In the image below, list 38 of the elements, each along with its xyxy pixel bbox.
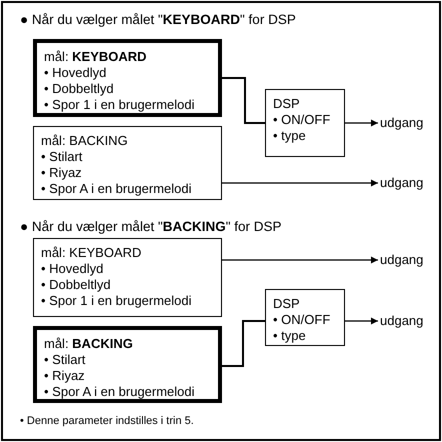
- box-text: DSP: [273, 296, 301, 312]
- connector-arrow: [345, 120, 378, 126]
- box-text: DSP: [273, 96, 301, 112]
- box-text: mål: BACKING: [44, 336, 134, 352]
- box-text: • Dobbeltlyd: [41, 277, 112, 293]
- target-box: [33, 238, 222, 317]
- box-text: • type: [273, 328, 307, 344]
- box-text: mål: KEYBOARD: [41, 245, 142, 261]
- box-text: • Spor 1 i en brugermelodi: [41, 293, 193, 309]
- box-text: • Spor A i en brugermelodi: [44, 384, 196, 400]
- output-label: udgang: [380, 313, 430, 329]
- target-box: [33, 126, 222, 200]
- box-text: • Hovedlyd: [41, 261, 104, 277]
- output-label: udgang: [380, 175, 430, 191]
- dsp-box: [265, 289, 345, 346]
- output-label: udgang: [380, 252, 430, 268]
- output-label: udgang: [380, 115, 430, 131]
- box-text: • Spor 1 i en brugermelodi: [44, 97, 196, 113]
- box-text: mål: BACKING: [41, 133, 129, 149]
- footnote: • Denne parameter indstilles i trin 5.: [20, 414, 194, 429]
- box-text: • ON/OFF: [273, 112, 332, 128]
- box-text: • Stilart: [44, 352, 86, 368]
- box-text: • Stilart: [41, 149, 84, 165]
- box-text: • ON/OFF: [273, 312, 332, 328]
- box-text: • type: [273, 128, 307, 144]
- section-heading: ● Når du vælger målet "BACKING" for DSP: [20, 219, 282, 235]
- connector-arrow: [222, 180, 378, 186]
- box-text: • Riyaz: [41, 165, 83, 181]
- box-text: • Hovedlyd: [44, 65, 108, 81]
- box-text: • Spor A i en brugermelodi: [41, 181, 193, 197]
- box-text: mål: KEYBOARD: [44, 49, 148, 65]
- box-text: • Riyaz: [44, 368, 86, 384]
- box-text: • Dobbeltlyd: [44, 81, 115, 97]
- target-box: [33, 39, 222, 117]
- connector-arrow: [222, 256, 378, 264]
- dsp-box: [265, 89, 345, 157]
- connector-arrow: [345, 318, 378, 324]
- target-box: [33, 326, 222, 403]
